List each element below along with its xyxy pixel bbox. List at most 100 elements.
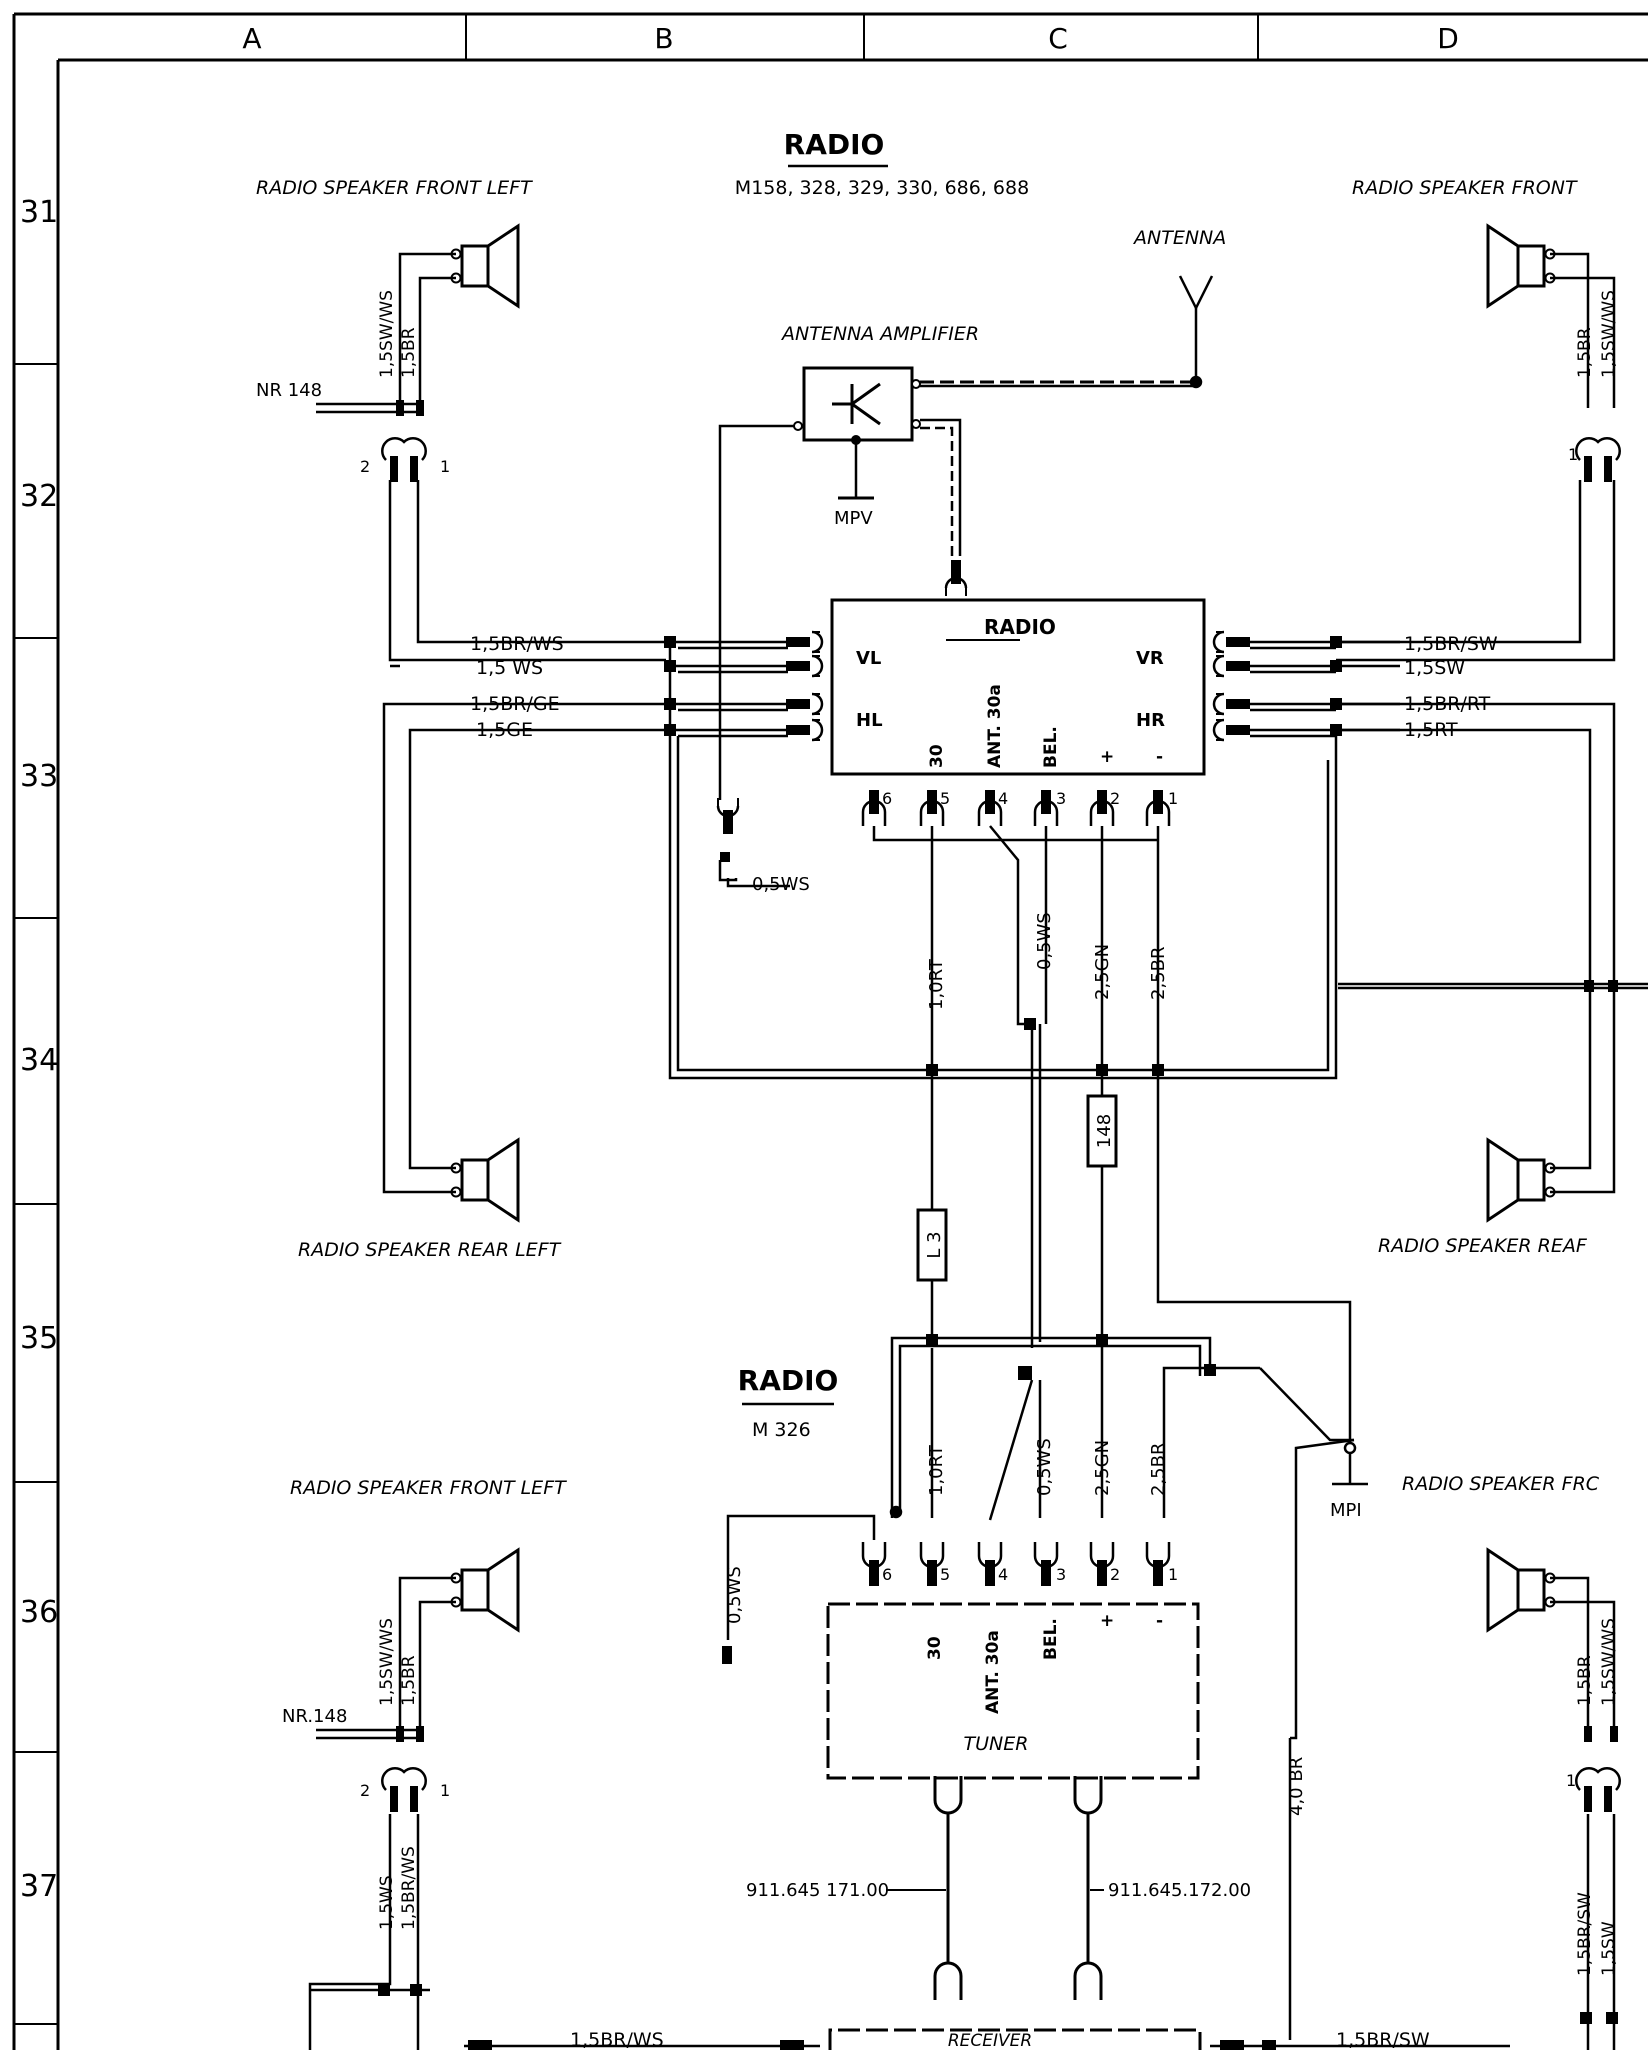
bottom-radio-model: M 326	[752, 1419, 811, 1441]
terminal-label: +	[1100, 1611, 1114, 1631]
cable-plug-icon	[933, 1774, 963, 1815]
pin-label: 1	[1568, 445, 1578, 464]
pin-number: 3	[1056, 789, 1066, 808]
pin-connector-icon	[1145, 788, 1171, 828]
tuner-cables	[886, 1812, 1104, 1964]
label-speaker-front-left-bottom: RADIO SPEAKER FRONT LEFT	[290, 1477, 567, 1499]
speaker-front-right-bottom-icon	[1486, 1548, 1556, 1632]
bottom-pin-numbers: 6 5 4 3 2 1	[882, 1565, 1178, 1584]
speaker-plug-icon	[1212, 630, 1252, 654]
terminal-label: 30	[927, 744, 947, 768]
bottom-pins	[861, 1540, 1171, 1586]
pin-number: 1	[1168, 1565, 1178, 1584]
harness-rear-right	[1336, 702, 1648, 1194]
receiver-label: RECEIVER	[948, 2031, 1032, 2050]
harness-bottom-left	[308, 1576, 456, 2050]
wire-label: 1,5WS	[377, 1875, 397, 1930]
harness-front-left	[316, 252, 666, 662]
label-speaker-rear-right: RADIO SPEAKER REAF	[1378, 1235, 1588, 1257]
terminal-label: BEL.	[1041, 1618, 1061, 1660]
speaker-plug-icon	[1212, 692, 1252, 716]
top-radio-title: RADIO	[784, 128, 885, 161]
wire-label: 1,5GE	[476, 719, 533, 741]
tuner-unit: TUNER 30 ANT. 30a BEL. + -	[826, 1602, 1200, 1780]
right-speaker-wires	[1250, 636, 1400, 738]
pin-number: 5	[940, 1565, 950, 1584]
pin-label: 2	[360, 457, 370, 476]
mpi-label: MPI	[1330, 1500, 1362, 1521]
wire-label: 2,5BR	[1148, 1443, 1169, 1496]
hl-label: HL	[856, 710, 883, 731]
harness-rear-left	[382, 702, 666, 1194]
pin-number: 4	[998, 789, 1008, 808]
row-label: 32	[20, 479, 58, 514]
wire-label: 0,5WS	[752, 874, 810, 895]
wire-label: 1,5SW	[1404, 657, 1465, 679]
row-label: 31	[20, 195, 58, 230]
speaker-plug-icon	[784, 654, 824, 678]
radio-unit-top: RADIO VL HL VR HR 30 ANT. 30a BEL. + -	[830, 598, 1206, 776]
pin-label: 2	[360, 1781, 370, 1800]
wire-label: 1,5BR	[1575, 327, 1595, 378]
top-vertical-wire-labels: 1,0RT 0,5WS 2,5GN 2,5BR	[926, 912, 1169, 1010]
wire-label: 1,5BR/RT	[1404, 693, 1491, 715]
receiver-wires	[464, 2040, 1510, 2050]
row-label: 35	[20, 1321, 58, 1356]
speaker-plug-icon	[784, 718, 824, 742]
cable-label: 911.645.172.00	[1108, 1880, 1251, 1901]
wire-label: 1,5BR/WS	[470, 633, 564, 655]
wire-label: 1,5SW/WS	[377, 1618, 397, 1706]
wire-label: 1,0RT	[926, 958, 947, 1010]
speaker-rear-left-icon	[450, 1138, 520, 1222]
top-headings: RADIO M158, 328, 329, 330, 686, 688 RADI…	[256, 128, 1588, 1261]
nr148-label: NR 148	[256, 380, 322, 401]
label-speaker-front-left: RADIO SPEAKER FRONT LEFT	[256, 177, 533, 199]
wire-label: 1,5BR/WS	[399, 1846, 419, 1930]
pin-number: 5	[940, 789, 950, 808]
wire-label: 1,5BR	[399, 1655, 419, 1706]
top-pin-numbers: 6 5 4 3 2 1	[882, 789, 1178, 808]
row-labels: 31 32 33 34 35 36 37	[20, 195, 58, 1904]
column-labels: A B C D	[242, 22, 1458, 55]
l3-label: L 3	[924, 1231, 945, 1258]
wire-label: 1,5SW/WS	[377, 290, 397, 378]
pin-label: 1	[440, 457, 450, 476]
cable-plug-icon	[1073, 1774, 1103, 1815]
right-wire-labels: 1,5BR/SW 1,5SW 1,5BR/RT 1,5RT	[1404, 633, 1498, 741]
row-label: 34	[20, 1043, 58, 1078]
pin-number: 4	[998, 1565, 1008, 1584]
wire-label: 4,0 BR	[1286, 1757, 1307, 1816]
antenna-amplifier-icon	[793, 366, 921, 500]
wire-label: 1,5BR	[1575, 1655, 1595, 1706]
left-wire-labels: 1,5BR/WS 1,5 WS 1,5BR/GE 1,5GE	[470, 633, 564, 741]
label-antenna: ANTENNA	[1132, 227, 1226, 249]
cable-plug-icon	[1073, 1961, 1103, 2002]
label-speaker-front-right-bottom: RADIO SPEAKER FRC	[1402, 1473, 1600, 1495]
terminal-label: -	[1156, 747, 1163, 767]
pin-number: 1	[1168, 789, 1178, 808]
harness-bottom-right	[1550, 1576, 1618, 2050]
box-148-label: 148	[1094, 1114, 1115, 1148]
terminal-label: 30	[925, 1636, 945, 1660]
pin-number: 3	[1056, 1565, 1066, 1584]
tuner-label: TUNER	[964, 1733, 1029, 1755]
row-label: 37	[20, 1869, 58, 1904]
antenna-plug-icon	[944, 558, 968, 598]
bottom-bus	[890, 1334, 1368, 1740]
speaker-plug-icon	[1212, 654, 1252, 678]
connector-bottom-left-icon	[381, 1767, 427, 1814]
terminal-label: -	[1156, 1611, 1163, 1631]
wire-label: 1,5BR/WS	[570, 2029, 664, 2050]
antenna-cable	[920, 380, 1194, 556]
pin-label: 1	[1566, 1771, 1576, 1790]
vr-label: VR	[1136, 648, 1164, 669]
pin-label: 1	[440, 1781, 450, 1800]
bottom-05ws-wire	[722, 1505, 903, 1664]
wire-label: 1,5RT	[1404, 719, 1458, 741]
pin-connector-icon	[1033, 788, 1059, 828]
speaker-plug-icon	[784, 630, 824, 654]
speaker-rear-right-icon	[1486, 1138, 1556, 1222]
terminal-label: BEL.	[1041, 726, 1061, 768]
vl-label: VL	[856, 648, 881, 669]
